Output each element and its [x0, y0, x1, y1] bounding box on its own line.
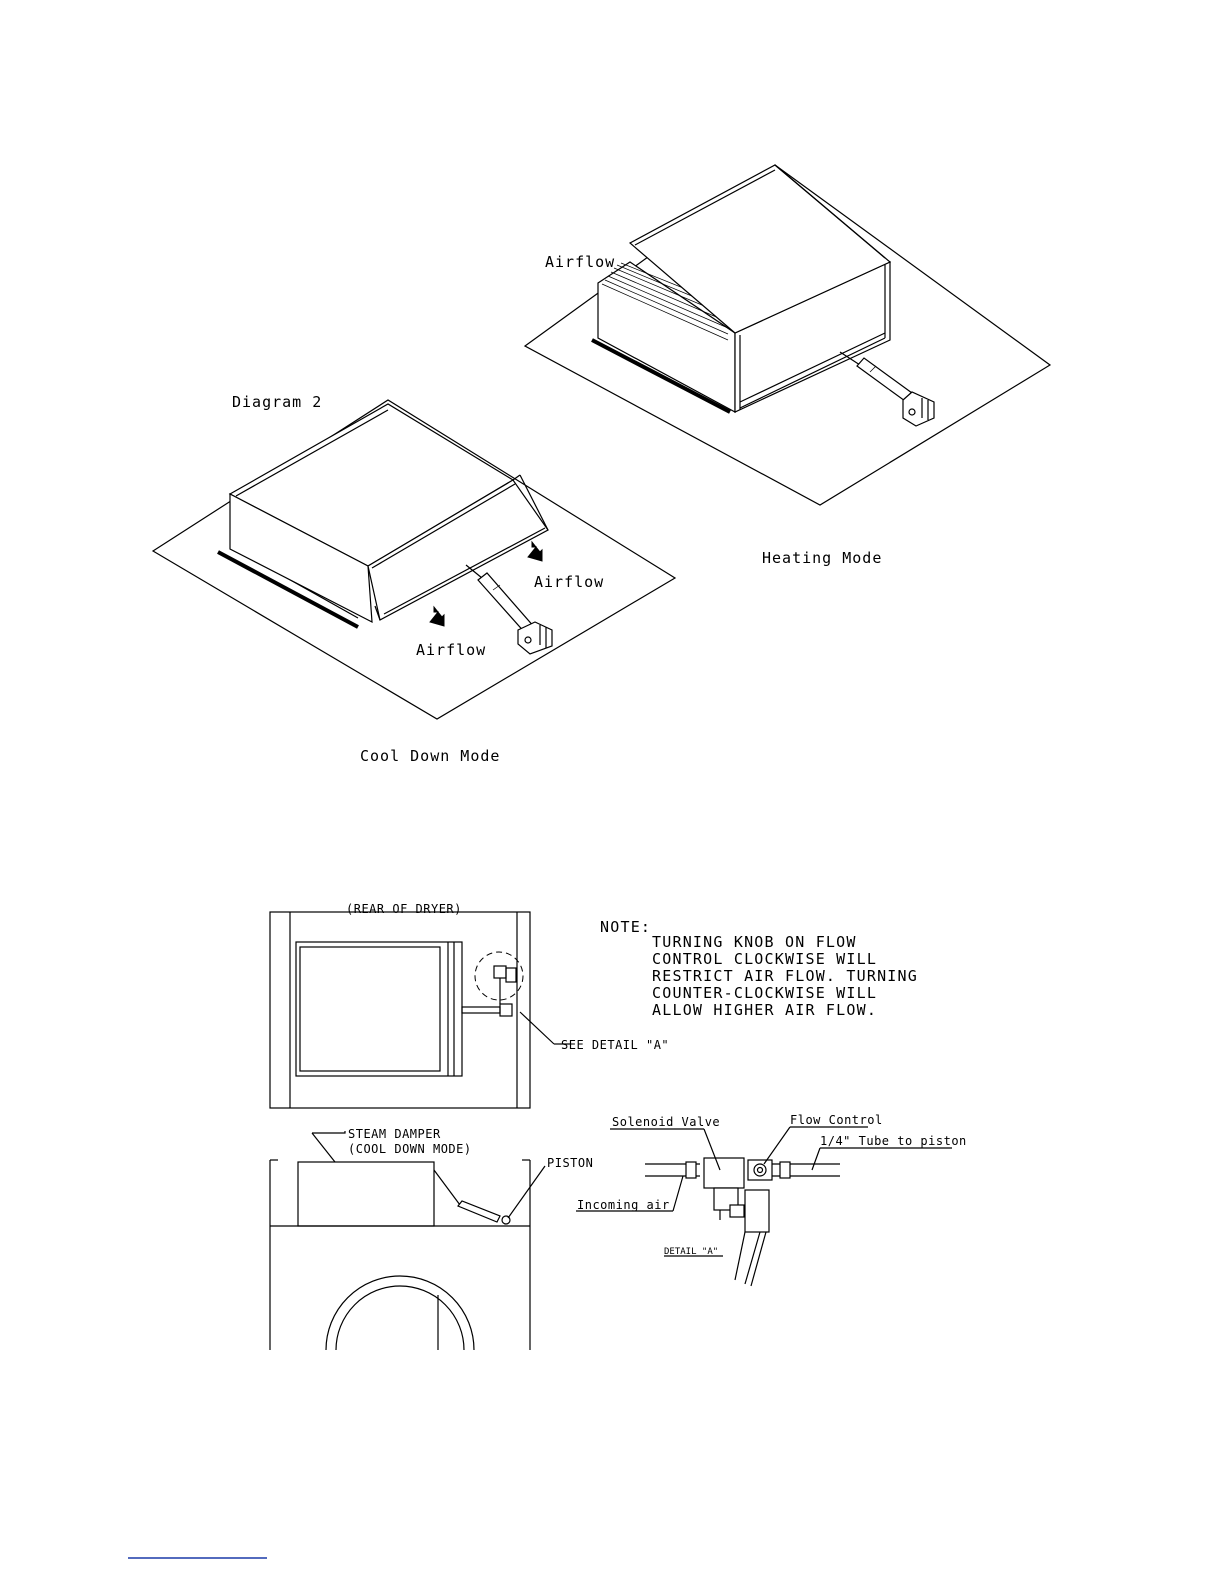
flow-control-valve: [747, 1159, 773, 1181]
see-detail-a-label: SEE DETAIL "A": [561, 1038, 669, 1052]
detail-a: Solenoid Valve Flow Control 1/4" Tube to…: [576, 1113, 967, 1287]
airflow-arrow-icon: [429, 605, 445, 627]
cooldown-piston: [465, 564, 553, 655]
cooldown-mode-caption: Cool Down Mode: [360, 747, 500, 765]
incoming-air-label: Incoming air: [577, 1198, 670, 1212]
heating-airflow-label: Airflow: [545, 253, 615, 271]
heating-mode-figure: Airflow Heating Mode: [523, 164, 1052, 567]
dryer-drum: [325, 1275, 475, 1351]
cooldown-mode-figure: Diagram 2: [151, 393, 677, 765]
solenoid-valve: [703, 1157, 770, 1287]
detail-a-title: DETAIL "A": [664, 1247, 718, 1257]
note-line-1: TURNING KNOB ON FLOW: [652, 933, 857, 951]
solenoid-valve-label: Solenoid Valve: [612, 1115, 720, 1129]
flow-control-label: Flow Control: [790, 1113, 883, 1127]
steam-damper-label: STEAM DAMPER: [348, 1127, 441, 1141]
flow-control-note: NOTE: TURNING KNOB ON FLOW CONTROL CLOCK…: [600, 918, 918, 1019]
note-heading: NOTE:: [600, 918, 651, 936]
heating-damper-housing: [597, 164, 892, 414]
rear-of-dryer-label: (REAR OF DRYER): [346, 902, 462, 916]
diagram-title: Diagram 2: [232, 393, 322, 411]
note-line-2: CONTROL CLOCKWISE WILL: [652, 950, 877, 968]
detail-a-callout-circle: [474, 951, 524, 1001]
rear-of-dryer-view: (REAR OF DRYER) SEE DETAIL "A": [269, 902, 669, 1109]
note-line-4: COUNTER-CLOCKWISE WILL: [652, 984, 877, 1002]
airflow-arrow-icon: [527, 540, 543, 562]
heating-piston: [839, 351, 935, 427]
steam-damper-mode-label: (COOL DOWN MODE): [348, 1142, 472, 1156]
cooldown-damper-housing: [228, 403, 549, 624]
heating-mode-caption: Heating Mode: [762, 549, 882, 567]
heating-louvre-lines: [601, 262, 729, 341]
cooldown-airflow-label-right: Airflow: [534, 573, 604, 591]
cooldown-airflow-label-left: Airflow: [416, 641, 486, 659]
note-line-5: ALLOW HIGHER AIR FLOW.: [652, 1001, 877, 1019]
tube-to-piston-label: 1/4" Tube to piston: [820, 1134, 967, 1148]
steam-damper-side-view: STEAM DAMPER (COOL DOWN MODE) PISTON: [269, 1127, 593, 1351]
piston-label: PISTON: [547, 1156, 593, 1170]
note-line-3: RESTRICT AIR FLOW. TURNING: [652, 967, 918, 985]
